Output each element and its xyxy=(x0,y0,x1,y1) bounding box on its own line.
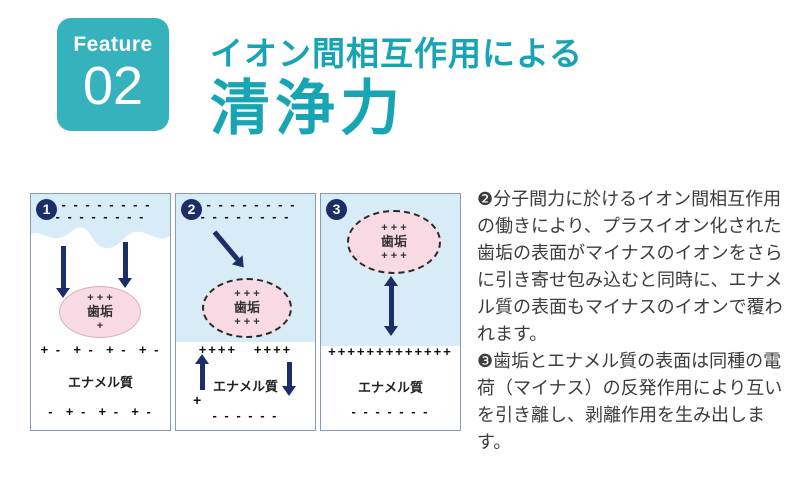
negative-charges-row: - - - - - - - - xyxy=(200,209,291,224)
plaque-charges: + + + xyxy=(381,249,407,262)
plaque-charges: + xyxy=(96,319,104,332)
diagram-panel-2: 2 - - - - - - - - - - - - - - - - - + + … xyxy=(175,193,316,431)
title-main: 清浄力 xyxy=(210,75,405,142)
down-arrow-icon xyxy=(282,362,296,396)
step-number-badge: 1 xyxy=(36,199,57,220)
plaque-label: 歯垢 xyxy=(233,300,260,316)
bottom-charges-row: - + - + - + - xyxy=(48,404,153,419)
boundary-charges-row: ++++ ++++ xyxy=(198,342,293,357)
down-arrow-icon xyxy=(56,246,70,298)
bottom-charges-row: - - - - - - xyxy=(212,408,279,423)
enamel-label: エナメル質 xyxy=(212,379,278,394)
bottom-charges-row: - - - - - - - xyxy=(351,404,430,419)
diagram-panel-1: 1 - - - - - - - - - - - - - - - - - + + … xyxy=(30,193,171,431)
title-subtitle: イオン間相互作用による xyxy=(210,35,584,72)
enamel-label: エナメル質 xyxy=(67,375,133,390)
step-number-badge: 3 xyxy=(326,199,347,220)
description-paragraph-2: ❷分子間力に於けるイオン間相互作用の働きにより、プラスイオン化された歯垢の表面が… xyxy=(477,189,783,344)
plaque-blob: + + + 歯垢 + + + xyxy=(347,210,441,274)
step-number-badge: 2 xyxy=(181,199,202,220)
description-text: ❷分子間力に於けるイオン間相互作用の働きにより、プラスイオン化された歯垢の表面が… xyxy=(477,186,789,456)
plaque-label: 歯垢 xyxy=(380,234,407,250)
wave-edge xyxy=(31,224,170,249)
boundary-charges-row: +++++++++++++ xyxy=(328,344,453,359)
feature-badge: Feature 02 xyxy=(57,18,169,131)
feature-badge-label: Feature xyxy=(73,33,153,56)
section-title: イオン間相互作用による 清浄力 xyxy=(210,27,583,139)
feature-badge-number: 02 xyxy=(82,56,144,116)
plaque-charges: + + + xyxy=(234,315,260,328)
plaque-charges: + + + xyxy=(381,222,407,235)
description-paragraph-3: ❸歯垢とエナメル質の表面は同種の電荷（マイナス）の反発作用により互いを引き離し、… xyxy=(477,351,783,452)
enamel-label: エナメル質 xyxy=(357,380,423,395)
diagram-panel-3: 3 + + + 歯垢 + + + +++++++++++++ エナメル質 - -… xyxy=(320,193,461,431)
down-arrow-icon xyxy=(118,242,132,288)
boundary-charges-row: + - + - + - + - xyxy=(40,342,161,357)
up-arrow-icon xyxy=(195,354,209,390)
plaque-charges: + + + xyxy=(87,292,113,305)
plaque-blob: + + + 歯垢 + xyxy=(59,286,141,338)
plaque-charges: + + + xyxy=(234,288,260,301)
plaque-label: 歯垢 xyxy=(86,304,113,320)
double-arrow-icon xyxy=(384,276,398,336)
negative-charges-row: - - - - - - - - xyxy=(55,209,146,224)
plus-charge: + xyxy=(193,392,202,408)
plaque-blob: + + + 歯垢 + + + xyxy=(202,278,292,338)
